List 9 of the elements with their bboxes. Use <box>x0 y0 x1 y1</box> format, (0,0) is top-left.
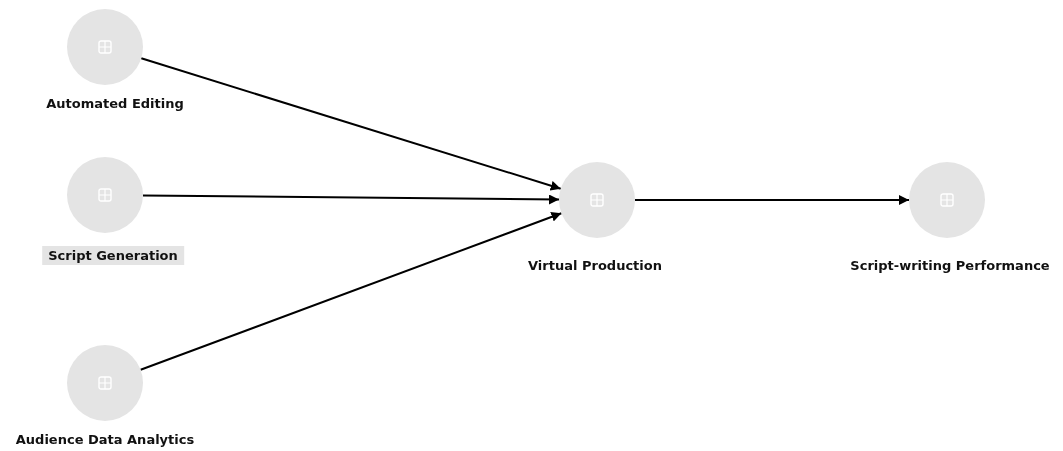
node-label: Audience Data Analytics <box>14 431 196 449</box>
node-label: Script-writing Performance <box>849 257 1051 275</box>
arrow <box>634 195 910 205</box>
arrow <box>139 212 563 371</box>
node-label: Automated Editing <box>45 95 185 113</box>
node-label: Script Generation <box>42 246 184 265</box>
node-label: Virtual Production <box>527 257 663 275</box>
arrow <box>140 57 562 191</box>
arrow <box>142 194 560 205</box>
